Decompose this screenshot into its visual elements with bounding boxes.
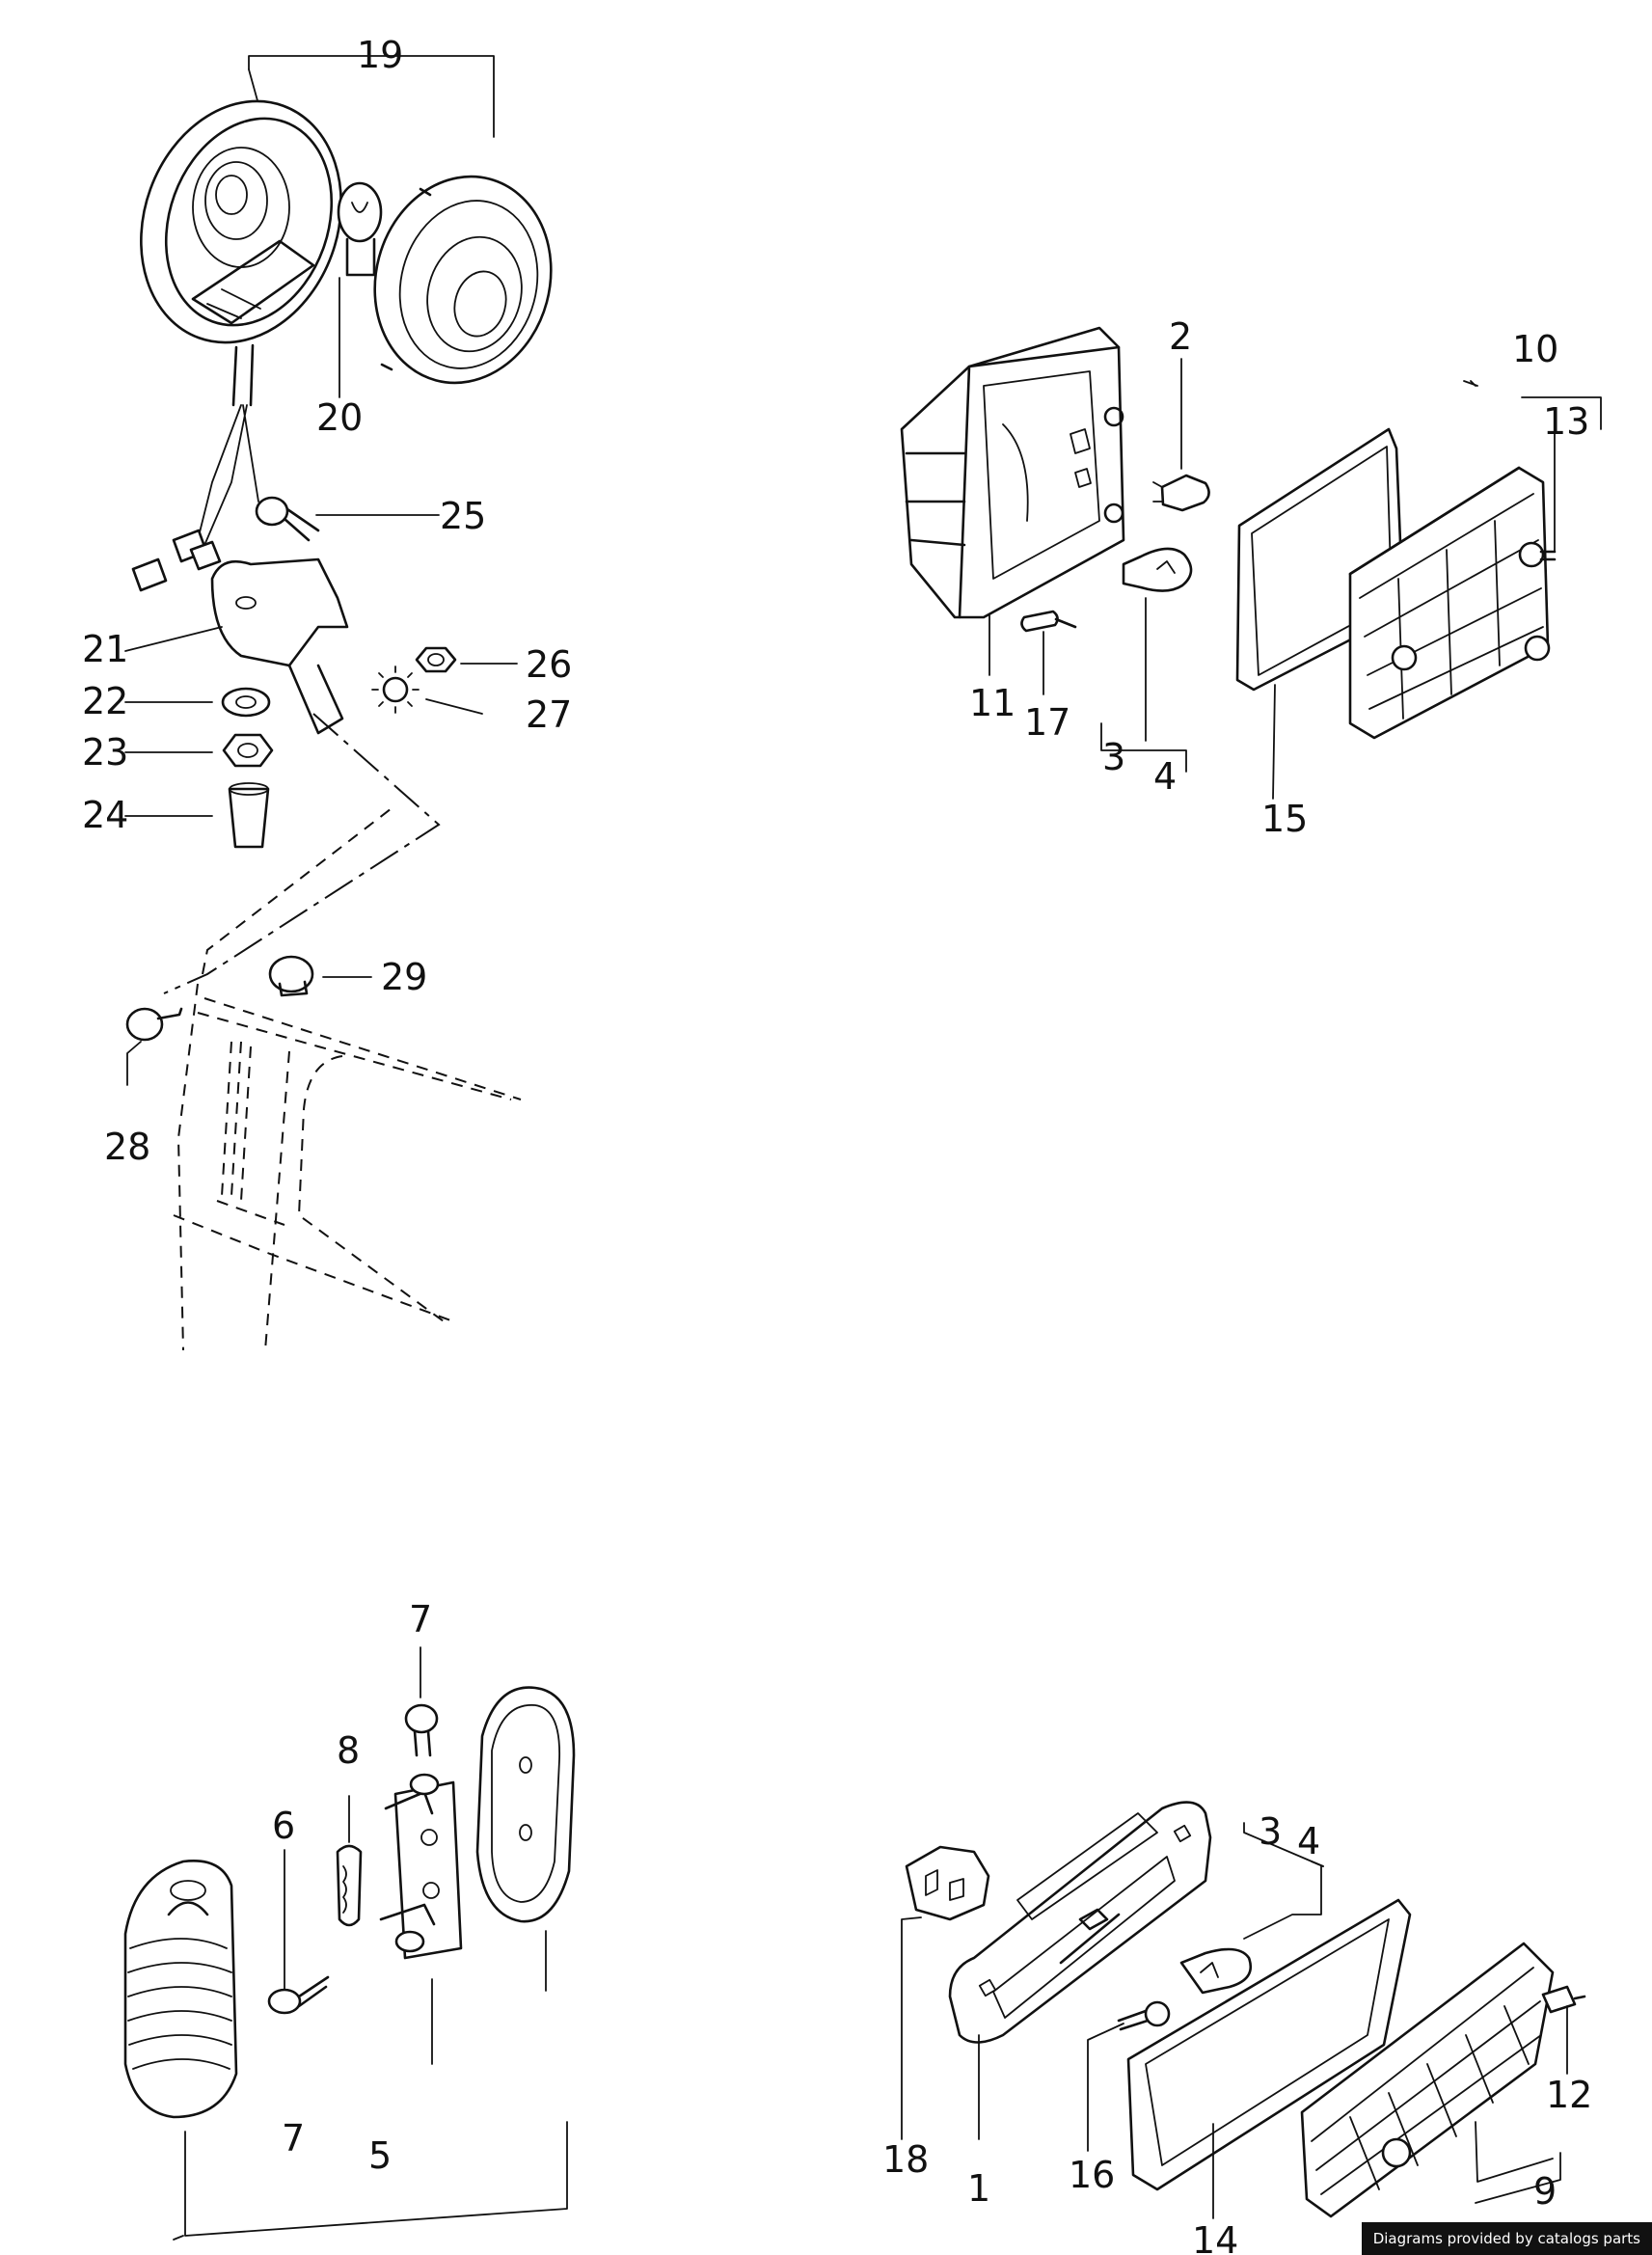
- callout-4b: 4: [1297, 1820, 1320, 1862]
- callout-17: 17: [1024, 701, 1070, 744]
- callout-26: 26: [526, 643, 572, 686]
- callout-19: 19: [357, 34, 403, 76]
- callout-16: 16: [1069, 2154, 1115, 2196]
- side-marker-lamp-assembly-2: [905, 1801, 1586, 2218]
- callout-29: 29: [381, 956, 427, 998]
- callout-23: 23: [82, 731, 128, 774]
- callout-1: 1: [967, 2167, 990, 2210]
- callout-9: 9: [1533, 2170, 1557, 2213]
- round-lamp-assembly: [125, 55, 553, 1351]
- callout-7: 7: [409, 1598, 432, 1641]
- callout-11: 11: [969, 682, 1016, 724]
- callout-3: 3: [1102, 736, 1125, 778]
- callout-labels: 19 20 25 21 26 22 27 23 24 29 28 2 10 13…: [82, 34, 1592, 2255]
- callout-5: 5: [368, 2134, 392, 2177]
- side-marker-lamp-assembly: [123, 1686, 576, 2241]
- callout-4: 4: [1153, 755, 1177, 798]
- callout-20: 20: [316, 396, 363, 439]
- callout-14: 14: [1192, 2219, 1238, 2255]
- diagram-credit-badge: Diagrams provided by catalogs parts: [1361, 2222, 1652, 2255]
- callout-25: 25: [440, 495, 486, 537]
- callout-6: 6: [272, 1805, 295, 1847]
- callout-12: 12: [1546, 2074, 1592, 2116]
- callout-24: 24: [82, 794, 128, 836]
- leader-lines: [124, 277, 1602, 2219]
- callout-27: 27: [526, 693, 572, 736]
- callout-21: 21: [82, 628, 128, 670]
- callout-15: 15: [1261, 798, 1308, 840]
- callout-8: 8: [337, 1729, 360, 1772]
- callout-13: 13: [1543, 400, 1589, 443]
- rectangular-lamp-assembly: [900, 326, 1557, 740]
- callout-10: 10: [1512, 328, 1558, 370]
- callout-3b: 3: [1259, 1810, 1282, 1853]
- callout-18: 18: [882, 2138, 929, 2181]
- callout-7b: 7: [282, 2117, 305, 2160]
- callout-22: 22: [82, 680, 128, 722]
- callout-2: 2: [1169, 315, 1192, 358]
- callout-28: 28: [104, 1126, 150, 1168]
